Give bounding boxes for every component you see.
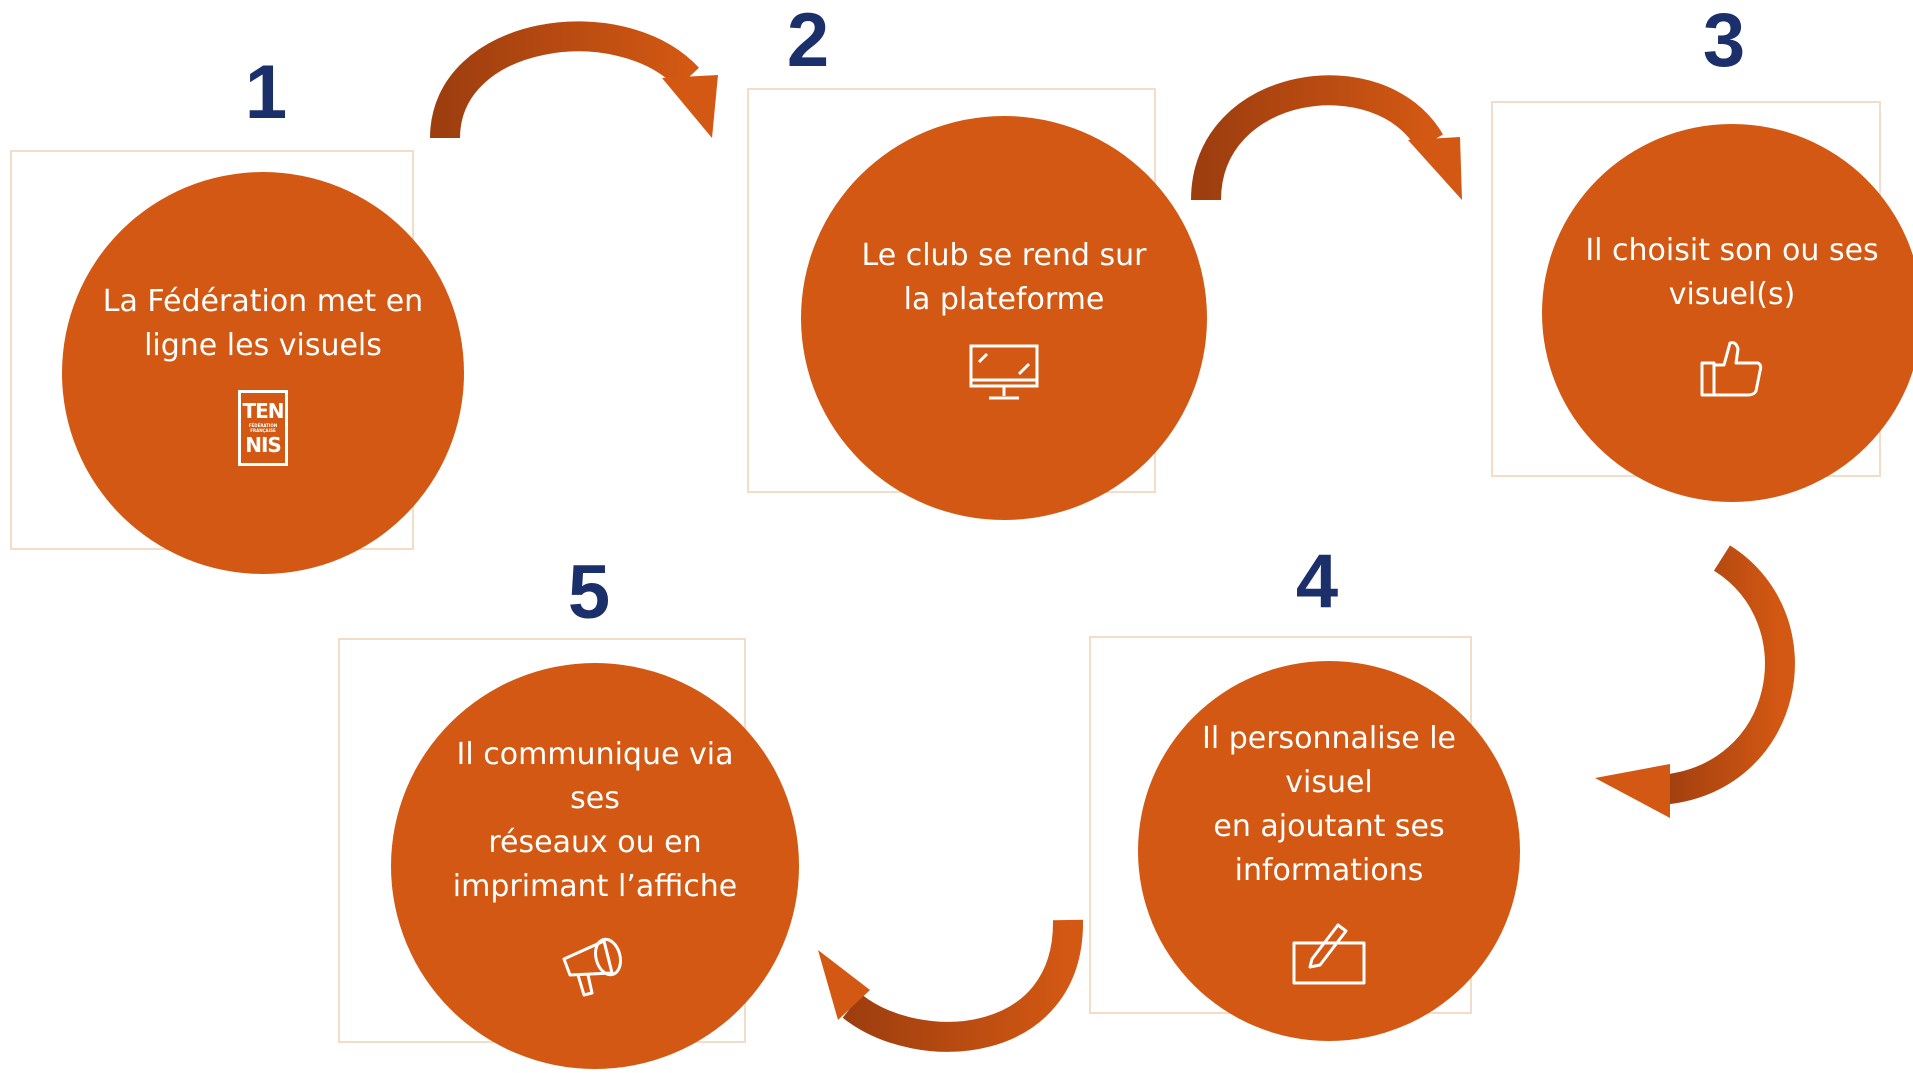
step-2-number: 2 [786, 0, 830, 83]
step-1-number: 1 [244, 50, 288, 135]
arrow-1-to-2 [430, 21, 718, 139]
arrow-2-to-3 [1191, 75, 1462, 201]
megaphone-icon [560, 931, 630, 999]
tennis-logo-icon: TEN FÉDÉRATION FRANÇAISE NIS [238, 390, 288, 466]
logo-middle-text: FÉDÉRATION FRANÇAISE [248, 423, 278, 433]
monitor-icon [969, 344, 1039, 402]
step-1-circle: La Fédération met en ligne les visuels T… [62, 172, 464, 574]
step-2-circle: Le club se rend sur la plateforme [801, 116, 1207, 520]
edit-icon [1292, 915, 1366, 985]
step-4-number: 4 [1295, 539, 1339, 624]
logo-bottom-text: NIS [245, 433, 282, 457]
step-2-text: Le club se rend sur la plateforme [861, 238, 1147, 317]
arrow-4-to-5 [818, 919, 1084, 1052]
step-4-circle: Il personnalise le visuel en ajoutant se… [1138, 661, 1520, 1041]
step-1-text: La Fédération met en ligne les visuels [102, 284, 424, 363]
step-5-number: 5 [567, 550, 611, 635]
step-3-number: 3 [1702, 0, 1746, 83]
logo-top-text: TEN [242, 399, 284, 423]
step-3-circle: Il choisit son ou ses visuel(s) [1542, 124, 1913, 502]
thumbs-up-icon [1700, 339, 1764, 397]
step-5-text: Il communique via ses réseaux ou en impr… [452, 737, 738, 904]
step-5-circle: Il communique via ses réseaux ou en impr… [391, 663, 799, 1069]
step-3-text: Il choisit son ou ses visuel(s) [1585, 233, 1879, 312]
step-4-text: Il personnalise le visuel en ajoutant se… [1201, 721, 1457, 888]
arrow-3-to-4 [1595, 545, 1795, 818]
